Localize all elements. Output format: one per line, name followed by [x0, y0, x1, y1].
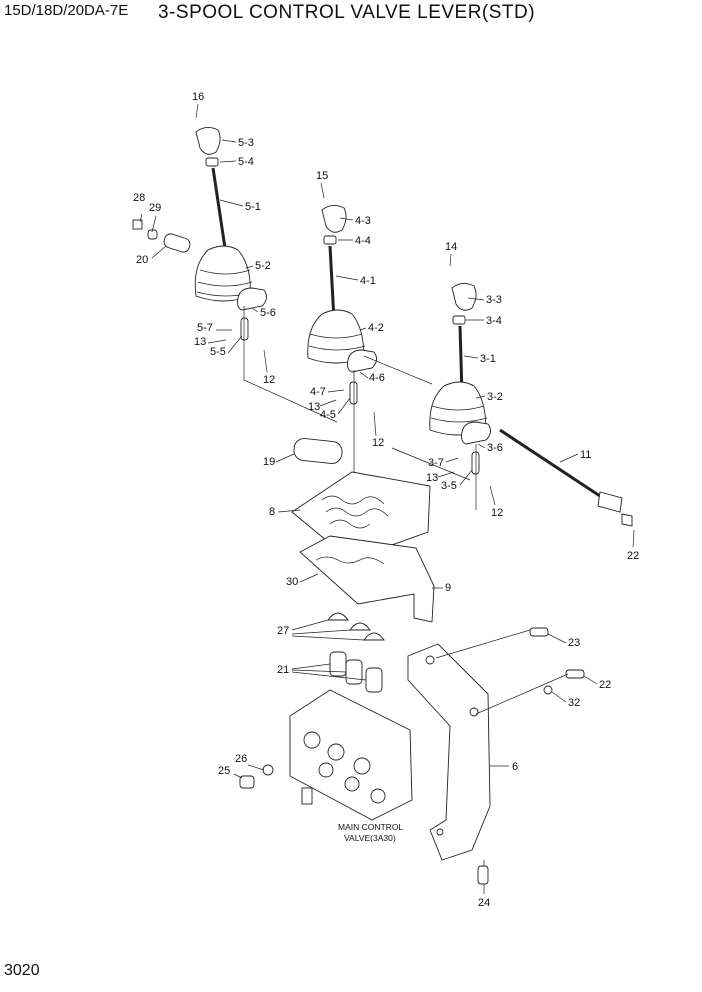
- callout-3-4: 3-4: [486, 315, 502, 327]
- callout-21: 21: [277, 664, 289, 676]
- lever-rod-4: [328, 245, 336, 321]
- callout-30: 30: [286, 576, 298, 588]
- main-control-valve: [289, 689, 413, 821]
- page-title: 3-SPOOL CONTROL VALVE LEVER(STD): [158, 2, 536, 23]
- callout-4-7: 4-7: [310, 386, 326, 398]
- callout-25: 25: [218, 765, 230, 777]
- callout-11: 11: [580, 449, 591, 461]
- callout-28: 28: [133, 192, 145, 204]
- callout-12-c: 12: [491, 507, 503, 519]
- callout-24: 24: [478, 897, 490, 909]
- callout-4-1: 4-1: [360, 275, 376, 287]
- bolt-24: [477, 865, 489, 885]
- model-code: 15D/18D/20DA-7E: [4, 2, 129, 19]
- spacer-20: [163, 233, 191, 253]
- callout-5-6: 5-6: [260, 307, 276, 319]
- lever-bracket-4: [347, 349, 377, 373]
- callout-4-2: 4-2: [368, 322, 384, 334]
- callout-3-6: 3-6: [487, 442, 503, 454]
- callout-32: 32: [568, 697, 580, 709]
- callout-5-7: 5-7: [197, 322, 213, 334]
- link-4-5: [349, 381, 358, 405]
- bolt-23: [529, 627, 549, 637]
- callout-23: 23: [568, 637, 580, 649]
- callout-5-3: 5-3: [238, 137, 254, 149]
- lever-bracket-5: [237, 287, 267, 311]
- washer-32: [543, 685, 553, 695]
- callout-5-1: 5-1: [245, 201, 261, 213]
- bolt-22: [565, 669, 585, 679]
- lever-boot-5: [194, 245, 251, 302]
- lever-knob-5: [195, 127, 221, 155]
- callouts: 16 5-3 5-4 5-1 28 29 20 5-2 5-6 5-7 13 5…: [133, 91, 639, 909]
- lever-rod-5: [211, 167, 227, 249]
- valve-caption-line1: MAIN CONTROL: [338, 822, 403, 832]
- lever-assembly-5: [132, 127, 338, 423]
- knob-nut-5: [205, 157, 219, 167]
- pin-11: [499, 428, 633, 527]
- callout-13-a: 13: [194, 336, 206, 348]
- link-5-5: [240, 317, 249, 341]
- lever-knob-4: [321, 205, 347, 233]
- callout-22-b: 22: [599, 679, 611, 691]
- lever-assembly-3: [391, 283, 491, 510]
- callout-12-a: 12: [263, 374, 275, 386]
- callout-13-b: 13: [308, 401, 320, 413]
- callout-15: 15: [316, 170, 328, 182]
- callout-4-5: 4-5: [320, 409, 336, 421]
- callout-3-1: 3-1: [480, 353, 496, 365]
- callout-20: 20: [136, 254, 148, 266]
- callout-4-3: 4-3: [355, 215, 371, 227]
- callout-12-b: 12: [372, 437, 384, 449]
- callout-3-5: 3-5: [441, 480, 457, 492]
- lever-knob-3: [451, 283, 477, 311]
- callout-14: 14: [445, 241, 457, 253]
- callout-16: 16: [192, 91, 204, 103]
- lever-assembly-4: [307, 205, 433, 478]
- mounting-bracket-6: [407, 643, 491, 861]
- callout-5-4: 5-4: [238, 156, 254, 168]
- callout-19: 19: [263, 456, 275, 468]
- callout-29: 29: [149, 202, 161, 214]
- callout-5-5: 5-5: [210, 346, 226, 358]
- guide-plate-9: [299, 535, 435, 623]
- callout-5-2: 5-2: [255, 260, 271, 272]
- plug-25: [239, 775, 255, 789]
- callout-3-3: 3-3: [486, 294, 502, 306]
- callout-3-2: 3-2: [487, 391, 503, 403]
- callout-4-4: 4-4: [355, 235, 371, 247]
- link-3-5: [471, 451, 480, 475]
- caps-27: [327, 612, 385, 641]
- callout-3-7: 3-7: [428, 457, 444, 469]
- lever-bracket-3: [461, 421, 491, 445]
- page-number: 3020: [4, 962, 40, 979]
- callout-13-c: 13: [426, 472, 438, 484]
- callout-26: 26: [235, 753, 247, 765]
- callout-9: 9: [445, 582, 451, 594]
- nut-28: [132, 219, 143, 230]
- o-ring-26: [262, 764, 274, 776]
- knob-nut-4: [323, 235, 337, 245]
- callout-27: 27: [277, 625, 289, 637]
- dust-cover-19: [293, 438, 343, 464]
- callout-8: 8: [269, 506, 275, 518]
- knob-nut-3: [452, 315, 466, 325]
- callout-22-a: 22: [627, 550, 639, 562]
- valve-caption-line2: VALVE(3A30): [344, 833, 396, 843]
- leader-lines: [139, 103, 635, 894]
- callout-4-6: 4-6: [369, 372, 385, 384]
- callout-6: 6: [512, 761, 518, 773]
